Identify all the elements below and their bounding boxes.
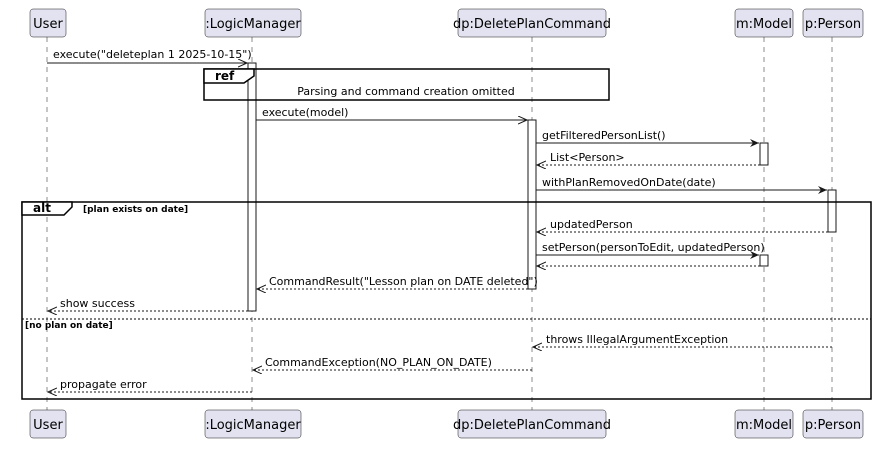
return-command-exception: CommandException(NO_PLAN_ON_DATE): [253, 356, 532, 370]
message-label: throws IllegalArgumentException: [546, 333, 728, 346]
return-illegal-argument-exception: throws IllegalArgumentException: [533, 333, 832, 347]
participant-logic-manager-top: :LogicManager: [204, 8, 301, 38]
message-label: updatedPerson: [550, 218, 633, 231]
message-label: List<Person>: [550, 151, 625, 164]
message-execute-model: execute(model): [256, 106, 527, 120]
participant-person-top: p:Person: [802, 8, 864, 38]
participant-model-top: m:Model: [734, 8, 794, 38]
activation-model-2: [759, 254, 769, 267]
message-label: withPlanRemovedOnDate(date): [542, 176, 716, 189]
participant-delete-plan-command-bottom: dp:DeletePlanCommand: [453, 409, 611, 439]
participant-label: dp:DeletePlanCommand: [453, 418, 611, 433]
message-label: execute("deleteplan 1 2025-10-15"): [53, 48, 252, 61]
alt-condition-no-plan: [no plan on date]: [25, 321, 113, 331]
ref-frame: ref Parsing and command creation omitted: [203, 68, 610, 101]
message-with-plan-removed-on-date: withPlanRemovedOnDate(date): [536, 176, 827, 194]
return-propagate-error: propagate error: [48, 378, 252, 392]
participant-delete-plan-command-top: dp:DeletePlanCommand: [453, 8, 611, 38]
return-command-result: CommandResult("Lesson plan on DATE delet…: [257, 275, 538, 289]
activation-model-1: [759, 142, 769, 166]
participant-person-bottom: p:Person: [802, 409, 864, 439]
message-label: propagate error: [60, 378, 147, 391]
participant-user-top: User: [29, 8, 67, 38]
return-person-list: List<Person>: [537, 151, 760, 165]
participant-label: :LogicManager: [205, 17, 301, 32]
alt-condition-plan-exists: [plan exists on date]: [83, 205, 188, 215]
participant-label: p:Person: [805, 17, 861, 32]
message-label: getFilteredPersonList(): [542, 129, 666, 142]
ref-label: ref: [215, 69, 235, 83]
alt-frame: alt [plan exists on date] [no plan on da…: [21, 201, 872, 400]
ref-text: Parsing and command creation omitted: [297, 85, 515, 98]
message-execute-command: execute("deleteplan 1 2025-10-15"): [47, 48, 252, 63]
participant-label: m:Model: [736, 418, 792, 433]
activation-logic-manager: [247, 62, 257, 312]
message-set-person: setPerson(personToEdit, updatedPerson): [536, 241, 765, 259]
alt-label: alt: [33, 201, 51, 215]
message-label: execute(model): [262, 106, 348, 119]
participant-label: m:Model: [736, 17, 792, 32]
participant-label: dp:DeletePlanCommand: [453, 17, 611, 32]
return-show-success: show success: [48, 297, 248, 311]
participant-logic-manager-bottom: :LogicManager: [204, 409, 301, 439]
activation-person: [827, 189, 837, 233]
participant-model-bottom: m:Model: [734, 409, 794, 439]
message-label: CommandException(NO_PLAN_ON_DATE): [265, 356, 492, 369]
activation-delete-plan-command: [527, 119, 537, 290]
message-label: CommandResult("Lesson plan on DATE delet…: [269, 275, 538, 288]
participant-label: User: [33, 418, 63, 433]
message-label: setPerson(personToEdit, updatedPerson): [542, 241, 765, 254]
message-get-filtered-person-list: getFilteredPersonList(): [536, 129, 759, 147]
participant-user-bottom: User: [29, 409, 67, 439]
participant-label: User: [33, 17, 63, 32]
message-label: show success: [60, 297, 135, 310]
participant-label: p:Person: [805, 418, 861, 433]
participant-label: :LogicManager: [205, 418, 301, 433]
return-updated-person: updatedPerson: [537, 218, 828, 232]
